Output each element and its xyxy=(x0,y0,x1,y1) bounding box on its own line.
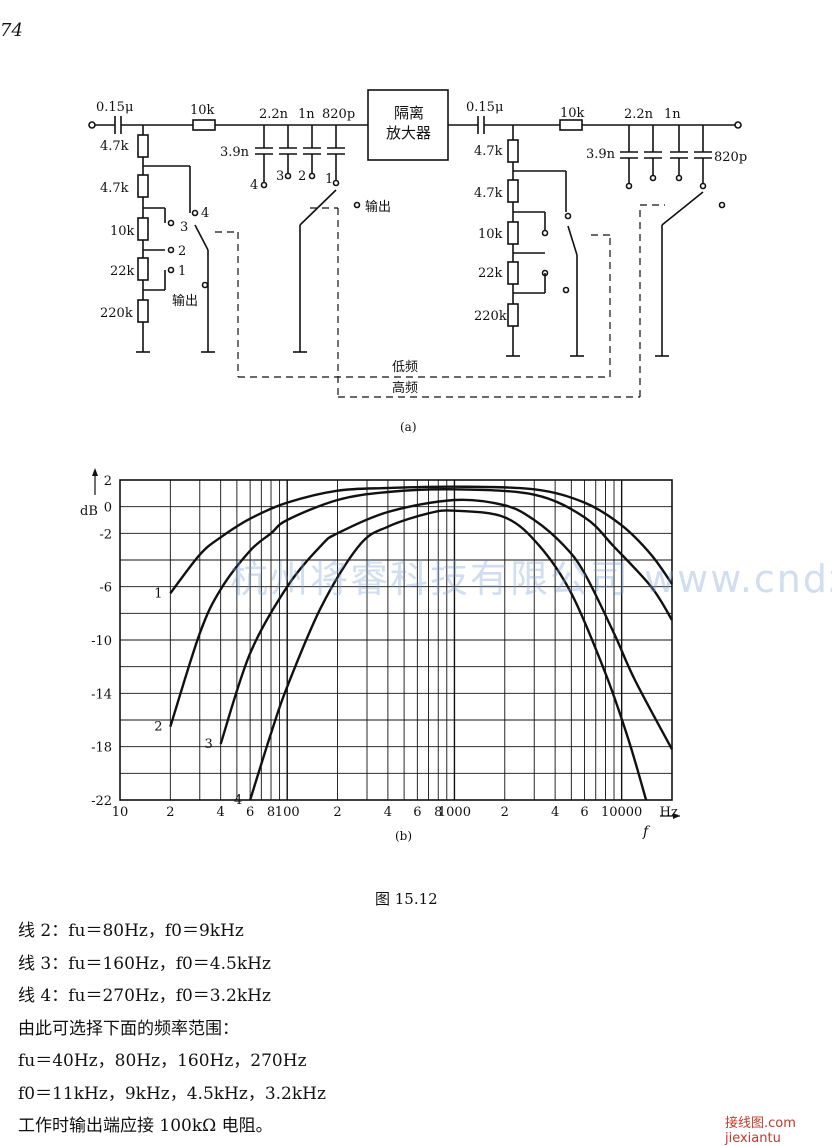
left-cap1-label: 2.2n xyxy=(259,107,289,122)
series-line-1 xyxy=(169,485,673,595)
low-freq-label: 低频 xyxy=(392,360,418,375)
line3-spec: 线 3：fu＝160Hz，f0＝4.5kHz xyxy=(18,953,271,974)
left-r4-label: 22k xyxy=(110,264,135,279)
f0-range: f0＝11kHz，9kHz，4.5kHz，3.2kHz xyxy=(18,1083,326,1104)
x-tick-label: 10000 xyxy=(601,805,642,820)
right-cap4-label: 820p xyxy=(714,150,747,165)
curve-label-2: 2 xyxy=(154,720,162,735)
x-tick-label: 4 xyxy=(217,805,225,820)
chart-grid xyxy=(119,479,673,801)
y-axis-label: dB xyxy=(80,504,98,519)
left-input-cap-label: 0.15μ xyxy=(96,100,133,115)
left-res-pos-3: 3 xyxy=(180,220,188,235)
left-cap-pos-3: 3 xyxy=(276,169,284,184)
site-logo: 接线图.com jiexiantu xyxy=(725,1116,796,1146)
amplifier-label-2: 放大器 xyxy=(386,124,431,142)
x-tick-label: 2 xyxy=(166,805,174,820)
watermark: 杭州将睿科技有限公司 www.cndzz.com xyxy=(230,557,832,601)
left-cap2-label: 1n xyxy=(298,107,315,122)
x-axis-label: f xyxy=(642,824,651,840)
left-r5-label: 220k xyxy=(100,306,133,321)
right-cap3-label: 3.9n xyxy=(586,147,616,162)
right-input-cap-label: 0.15μ xyxy=(466,100,503,115)
right-r1-label: 4.7k xyxy=(474,144,503,159)
series-line-4 xyxy=(248,509,648,801)
curve-labels: 1 2 3 4 xyxy=(154,586,242,808)
y-tick-label: 2 xyxy=(104,474,112,489)
left-cap-pos-4: 4 xyxy=(250,178,258,193)
left-cap3-label: 820p xyxy=(322,107,355,122)
left-res-pos-2: 2 xyxy=(178,244,186,259)
range-intro: 由此可选择下面的频率范围： xyxy=(18,1018,239,1039)
cap-output-label: 输出 xyxy=(365,199,391,215)
right-r4-label: 22k xyxy=(478,266,503,281)
right-series-resistor-label: 10k xyxy=(560,106,585,121)
x-tick-label: 4 xyxy=(384,805,392,820)
left-series-resistor-label: 10k xyxy=(190,103,215,118)
line4-spec: 线 4：fu＝270Hz，f0＝3.2kHz xyxy=(18,986,271,1006)
right-r2-label: 4.7k xyxy=(474,186,503,201)
line2-spec: 线 2：fu＝80Hz，f0＝9kHz xyxy=(18,921,244,941)
left-res-pos-1: 1 xyxy=(178,264,186,279)
left-r1-label: 4.7k xyxy=(100,139,129,154)
series-line-2 xyxy=(169,488,674,728)
curve-label-1: 1 xyxy=(154,586,162,601)
y-axis-ticks: 2 0 -2 -6 -10 -14 -18 -22 xyxy=(91,474,112,809)
y-tick-label: -2 xyxy=(99,527,112,542)
x-tick-label: 6 xyxy=(413,805,421,820)
x-tick-label: 10 xyxy=(112,805,129,820)
y-tick-label: 0 xyxy=(104,501,112,516)
left-output-label: 输出 xyxy=(172,293,198,309)
y-tick-label: -10 xyxy=(91,634,112,649)
left-cap-pos-2: 2 xyxy=(298,169,306,184)
load-note: 工作时输出端应接 100kΩ 电阻。 xyxy=(18,1116,273,1136)
x-tick-label: 6 xyxy=(246,805,254,820)
page-number: 74 xyxy=(0,20,23,41)
high-freq-label: 高频 xyxy=(392,380,418,396)
left-cap-pos-1: 1 xyxy=(325,172,333,187)
curve-label-3: 3 xyxy=(205,737,213,752)
y-tick-label: -6 xyxy=(99,581,112,596)
x-tick-label: 100 xyxy=(275,805,300,820)
right-cap1-label: 2.2n xyxy=(624,107,654,122)
right-r3-label: 10k xyxy=(478,227,503,242)
x-tick-label: 2 xyxy=(501,805,509,820)
fu-range: fu＝40Hz，80Hz，160Hz，270Hz xyxy=(18,1051,307,1071)
x-tick-label: 1000 xyxy=(438,805,471,820)
x-tick-label: 2 xyxy=(333,805,341,820)
curve-label-4: 4 xyxy=(234,793,242,808)
amplifier-label-1: 隔离 xyxy=(394,104,424,122)
left-res-pos-4: 4 xyxy=(201,206,209,221)
x-tick-label: 8 xyxy=(267,805,275,820)
x-tick-label: 6 xyxy=(580,805,588,820)
figure-a-label: (a) xyxy=(400,420,417,434)
right-r5-label: 220k xyxy=(474,309,507,324)
left-cap4-label: 3.9n xyxy=(220,145,250,160)
chart-series xyxy=(169,485,674,801)
y-tick-label: -18 xyxy=(91,741,112,756)
y-tick-label: -14 xyxy=(91,687,112,702)
x-tick-label: 4 xyxy=(551,805,559,820)
figure-b-label: (b) xyxy=(395,829,412,843)
x-tick-label: 8 xyxy=(434,805,442,820)
left-r2-label: 4.7k xyxy=(100,181,129,196)
text-lines: 线 2：fu＝80Hz，f0＝9kHz 线 3：fu＝160Hz，f0＝4.5k… xyxy=(18,915,326,1143)
circuit-diagram: 0.15μ 10k 4.7k 4.7k 10k 22k 220k 2.2n 1n… xyxy=(88,89,747,434)
series-line-3 xyxy=(219,498,674,750)
figure-caption: 图 15.12 xyxy=(375,890,438,908)
right-cap2-label: 1n xyxy=(664,107,681,122)
left-r3-label: 10k xyxy=(110,224,135,239)
y-tick-label: -22 xyxy=(91,794,112,809)
